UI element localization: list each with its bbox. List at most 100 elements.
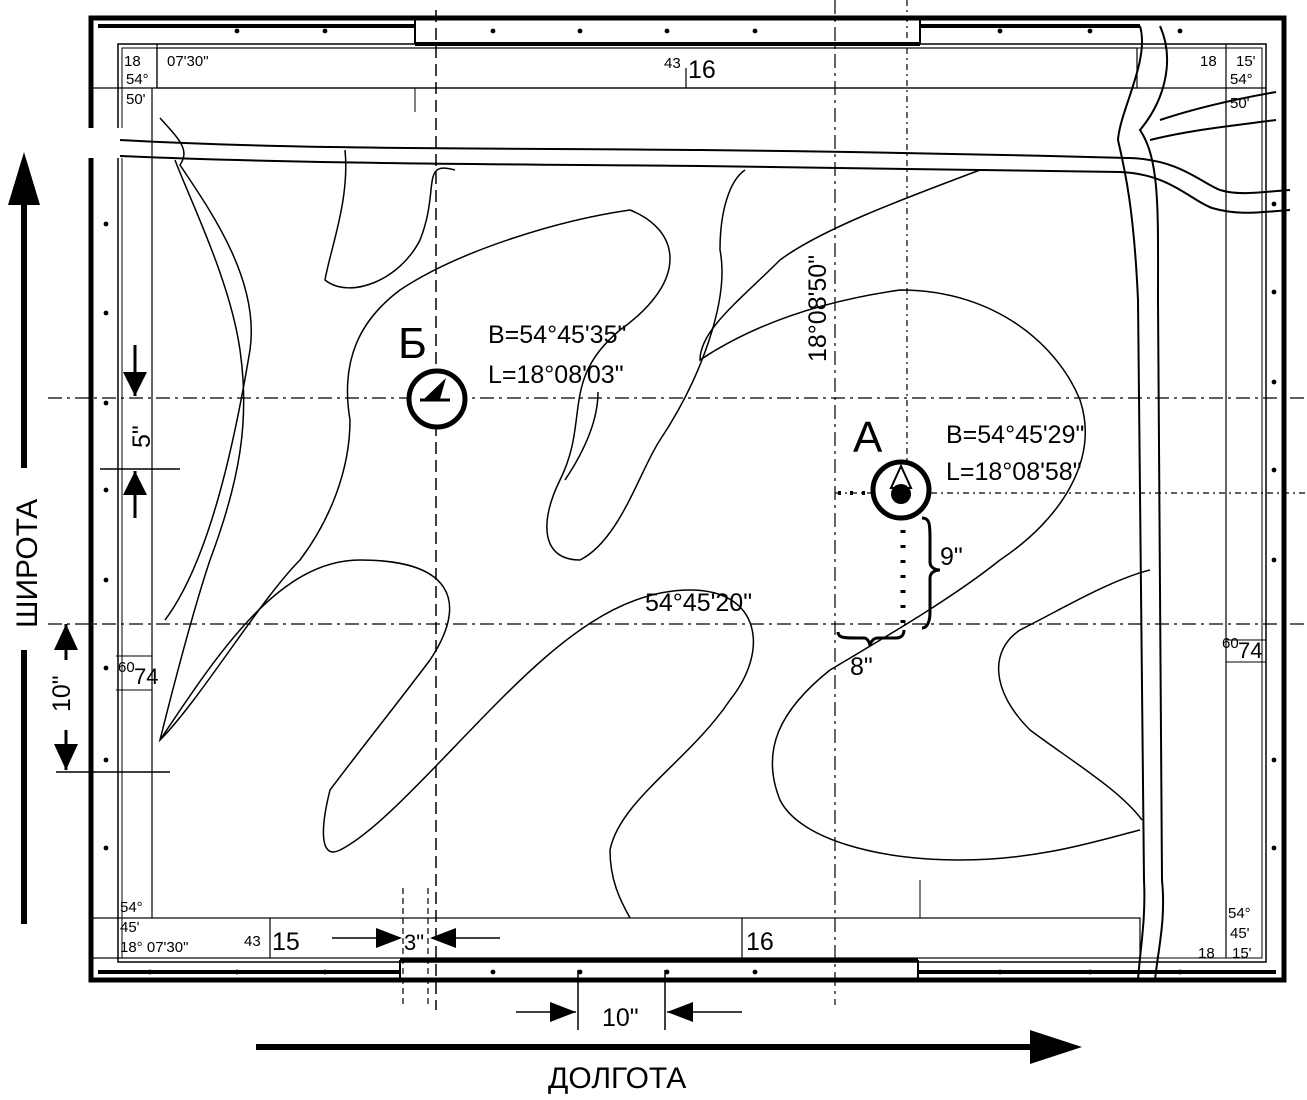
right-grid-small: 60 — [1222, 635, 1239, 652]
point-a-label: А — [853, 413, 883, 462]
latitude-axis: ШИРОТА — [8, 152, 44, 924]
bottom-grid-big-2: 16 — [746, 928, 774, 956]
road-spur — [1159, 91, 1277, 121]
interval-10-horizontal-label: 10" — [602, 1004, 639, 1032]
arrow-right-icon — [376, 928, 402, 948]
frame-dot-right — [1271, 557, 1277, 563]
point-b-marker — [406, 368, 468, 430]
road-vertical-right — [1138, 25, 1168, 981]
frame-dot-bottom — [490, 969, 496, 975]
grid-labels: 43 16 60 74 60 74 43 15 16 — [118, 55, 1262, 956]
frame-dot-right — [1271, 201, 1277, 207]
inner-frame-2 — [121, 47, 1263, 959]
top-left-lat-deg: 54° — [126, 71, 149, 88]
frame-dot-bottom — [234, 969, 240, 975]
frame-dot-left — [103, 845, 109, 851]
brace-9 — [921, 516, 941, 630]
longitude-axis-label: ДОЛГОТА — [548, 1062, 686, 1095]
frame-dot-left — [103, 310, 109, 316]
parallel-label: 54°45'20" — [645, 589, 752, 617]
frame-dot-bottom — [147, 969, 153, 975]
brace-8 — [836, 629, 906, 647]
frame-dot-bottom — [1177, 969, 1183, 975]
contour-6 — [998, 569, 1151, 821]
frame-dot-left — [103, 577, 109, 583]
contour-1 — [159, 117, 252, 621]
contour-2 — [324, 149, 456, 289]
top-right-lat-deg: 54° — [1230, 71, 1253, 88]
point-a-marker — [870, 459, 932, 521]
road-horizontal-lower — [119, 155, 1291, 214]
arrow-up-icon — [8, 152, 40, 205]
arrow-left-icon — [667, 1002, 693, 1022]
construction-lines — [48, 0, 1305, 1010]
frame-dot-right — [1271, 845, 1277, 851]
point-b-lat: B=54°45'35" — [488, 321, 626, 349]
corner-labels: 18 07'30" 54° 50' 18 15' 54° 50' 54° 45'… — [120, 53, 1256, 962]
frame-dot-right — [1271, 467, 1277, 473]
interval-8-label: 8" — [850, 653, 873, 681]
contour-5 — [699, 169, 1141, 861]
frame-dot-top — [577, 28, 583, 34]
left-grid-small: 60 — [118, 659, 135, 676]
outer-frame — [88, 15, 1287, 983]
point-b-label: Б — [398, 319, 427, 368]
arrow-up-icon — [54, 624, 78, 650]
bottom-left-lat-min: 45' — [120, 919, 140, 936]
point-a-lon: L=18°08'58" — [946, 458, 1082, 486]
bottom-left-lon: 18° 07'30" — [120, 939, 188, 956]
point-a-dot-icon — [891, 484, 911, 504]
left-interval-markers: 5" 10" — [40, 345, 180, 773]
frame-dot-top — [752, 28, 758, 34]
right-grid-big: 74 — [1238, 638, 1262, 663]
top-right-lat-min: 50' — [1230, 95, 1250, 112]
frame-dot-top — [664, 28, 670, 34]
contour-3 — [158, 159, 746, 743]
minute-dots — [103, 28, 1277, 975]
point-b-flag-icon — [424, 378, 446, 399]
frame-dot-top — [997, 28, 1003, 34]
frame-dot-left — [103, 665, 109, 671]
top-grid-big: 16 — [688, 56, 716, 84]
frame-dot-bottom — [664, 969, 670, 975]
bottom-right-lat-min: 45' — [1230, 925, 1250, 942]
frame-dot-left — [103, 400, 109, 406]
arrow-down-icon — [54, 744, 78, 770]
top-left-lat-min: 50' — [126, 91, 146, 108]
top-left-lon-min: 07'30" — [167, 53, 209, 70]
frame-dot-right — [1271, 379, 1277, 385]
frame-dot-left — [103, 757, 109, 763]
top-grid-small: 43 — [664, 55, 681, 72]
road-spur-2 — [1149, 119, 1277, 141]
interval-5-label: 5" — [128, 425, 156, 448]
interval-3-label: 3" — [404, 930, 424, 955]
bottom-grid-small: 43 — [244, 933, 261, 950]
frame-dot-bottom — [752, 969, 758, 975]
inner-frame — [117, 43, 1267, 963]
frame-dot-right — [1271, 757, 1277, 763]
roads — [119, 25, 1291, 981]
frame-dot-top — [322, 28, 328, 34]
bottom-interval-markers: 3" 10" — [332, 928, 742, 1032]
longitude-axis: ДОЛГОТА — [256, 1030, 1082, 1095]
bottom-left-lat-deg: 54° — [120, 899, 143, 916]
bottom-grid-big-1: 15 — [272, 928, 300, 956]
arrow-right-icon — [1030, 1030, 1082, 1064]
frame-dot-left — [103, 221, 109, 227]
bottom-right-lat-deg: 54° — [1228, 905, 1251, 922]
latitude-axis-label: ШИРОТА — [11, 499, 44, 628]
frame-dot-top — [490, 28, 496, 34]
arrow-right-icon — [550, 1002, 576, 1022]
point-a-lat: B=54°45'29" — [946, 421, 1084, 449]
frame-dot-bottom — [322, 969, 328, 975]
arrow-left-icon — [430, 928, 456, 948]
interval-10-vertical-label: 10" — [48, 675, 76, 712]
interval-9-label: 9" — [940, 543, 963, 571]
map-frame — [80, 15, 1287, 983]
frame-dot-bottom — [997, 969, 1003, 975]
arrow-up-icon — [123, 471, 147, 495]
frame-dot-left — [103, 487, 109, 493]
contour-lines — [158, 117, 1151, 919]
frame-dot-bottom — [1087, 969, 1093, 975]
